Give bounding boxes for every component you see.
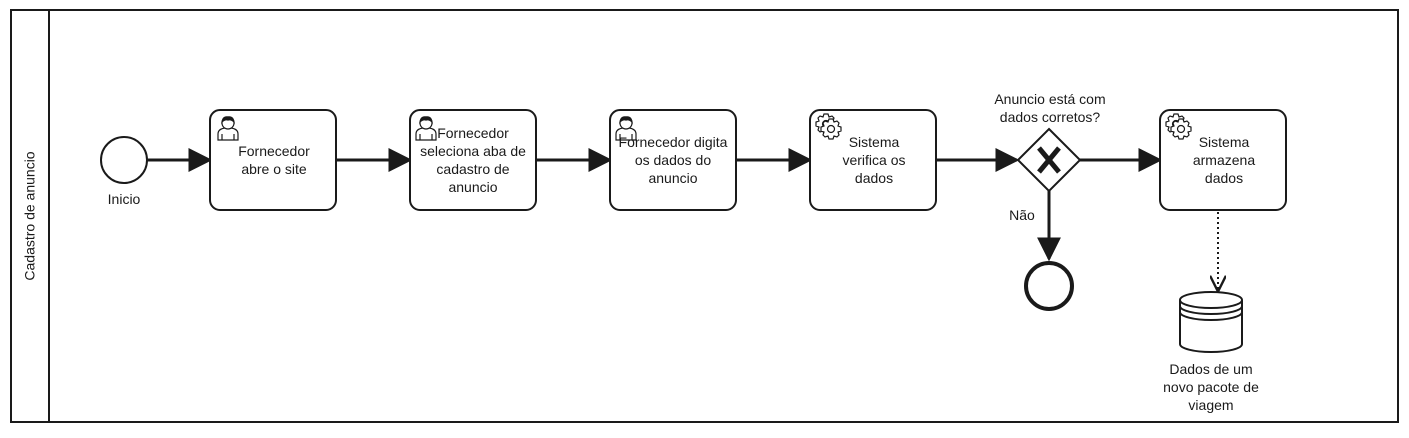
user-icon <box>217 116 239 141</box>
task-t5[interactable] <box>1159 109 1287 211</box>
data-store[interactable] <box>1179 291 1243 353</box>
task-t2-label: Fornecedor seleciona aba de cadastro de … <box>420 125 526 195</box>
pool-label: Cadastro de anuncio <box>11 10 49 422</box>
data-store-label: Dados de um novo pacote de viagem <box>1163 361 1259 413</box>
gear-icon <box>815 113 842 140</box>
task-t3[interactable] <box>609 109 737 211</box>
gateway-label: Anuncio está com dados corretos? <box>994 91 1106 125</box>
gateway-no-label: Não <box>1009 207 1035 223</box>
task-t5-label: Sistema armazena dados <box>1192 134 1256 186</box>
task-t3-label: Fornecedor digita os dados do anuncio <box>618 134 728 186</box>
start-event-label: Inicio <box>107 191 141 207</box>
x-icon <box>1037 146 1061 174</box>
task-t4-label: Sistema verifica os dados <box>842 134 906 186</box>
gear-icon <box>1165 113 1192 140</box>
task-t1[interactable] <box>209 109 337 211</box>
user-icon <box>415 116 437 141</box>
pool-label-text: Cadastro de anuncio <box>22 151 39 281</box>
exclusive-gateway[interactable] <box>1016 127 1082 193</box>
start-event[interactable] <box>100 136 148 184</box>
task-t2[interactable] <box>409 109 537 211</box>
end-event[interactable] <box>1024 261 1074 311</box>
task-t4[interactable] <box>809 109 937 211</box>
user-icon <box>615 116 637 141</box>
task-t1-label: Fornecedor abre o site <box>238 143 310 177</box>
pool <box>10 9 1399 423</box>
